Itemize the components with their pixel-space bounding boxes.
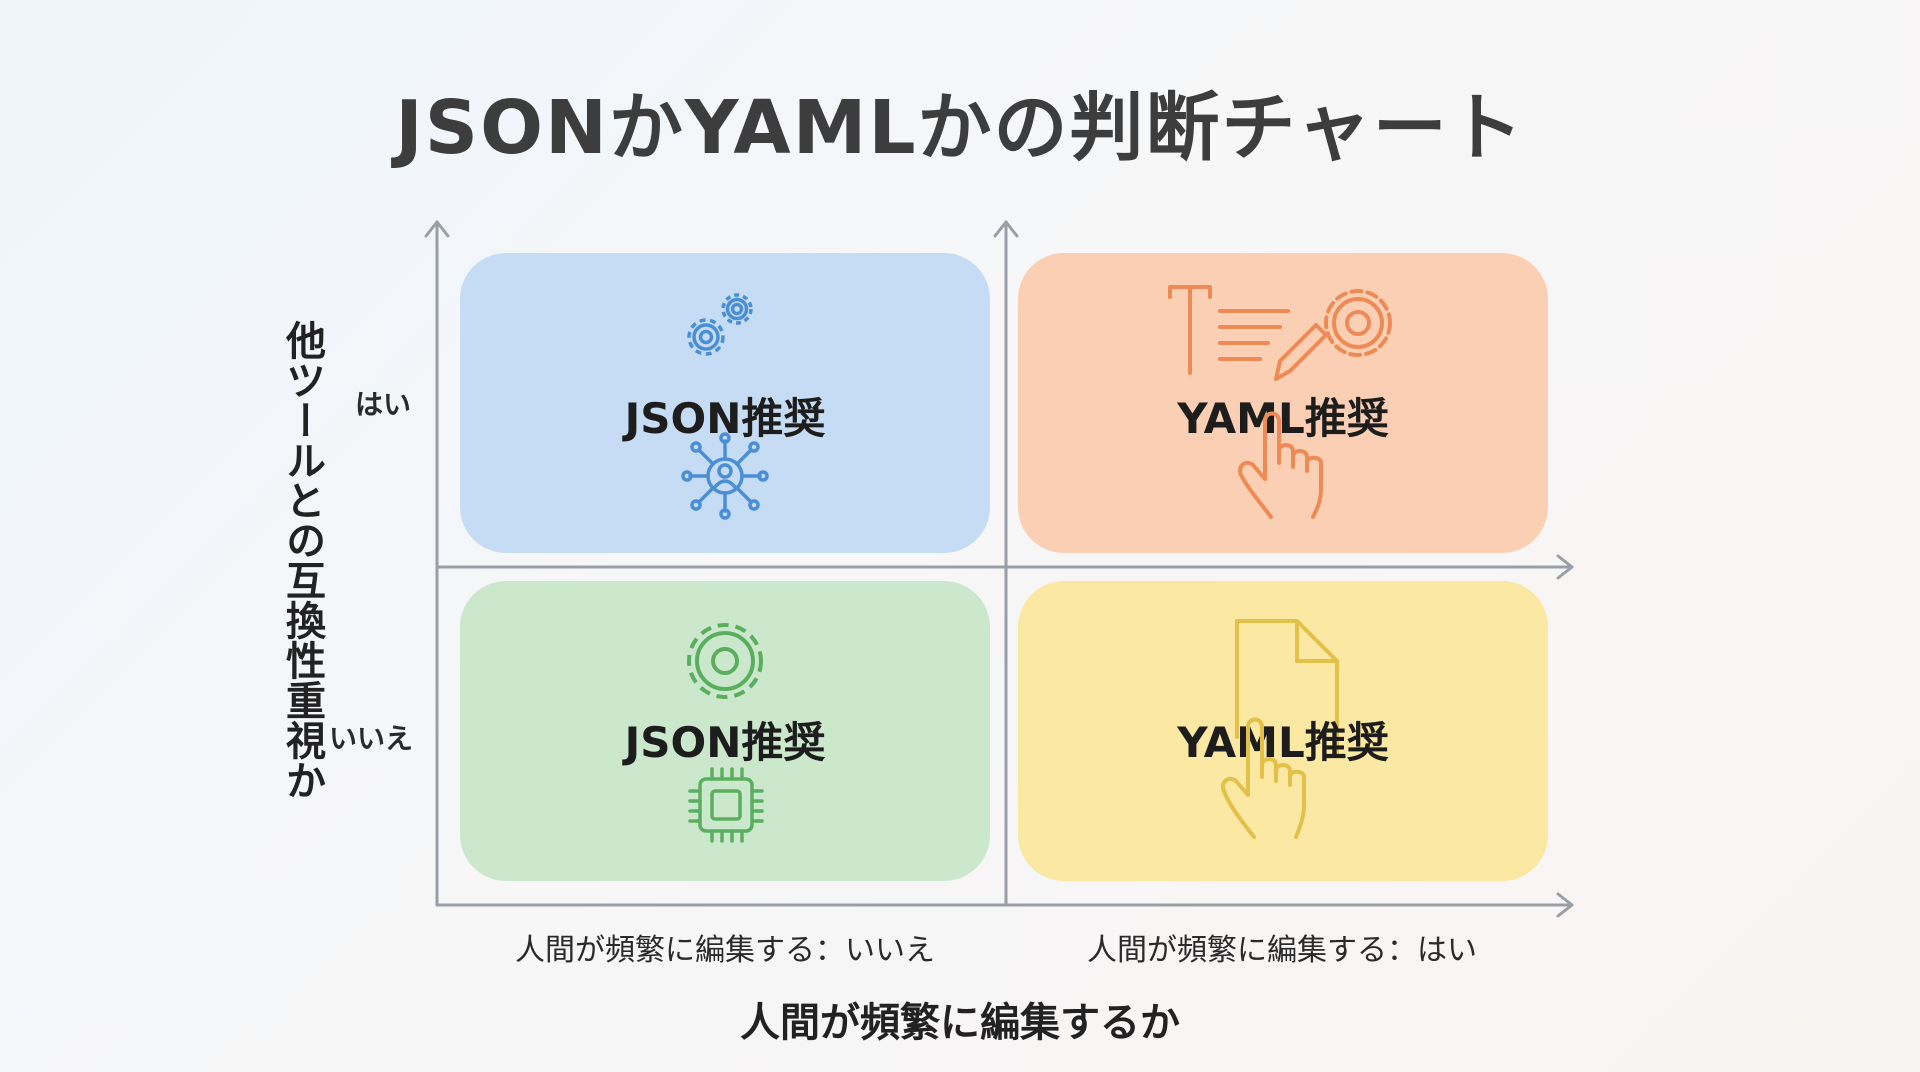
x-axis-middle-arrow — [1556, 554, 1574, 580]
text-edit-gear-icon — [1168, 285, 1392, 381]
quadrant-bottom-left: JSON推奨 — [460, 581, 990, 881]
gear-icon — [687, 623, 763, 699]
cpu-chip-icon — [688, 767, 764, 843]
quadrant-top-right: YAML推奨 — [1018, 253, 1548, 553]
chart-title: JSONかYAMLかの判断チャート — [395, 85, 1525, 171]
y-axis-left-arrow — [424, 220, 450, 238]
x-tick-yes: 人間が頻繁に編集する：はい — [1087, 933, 1477, 968]
quadrant-top-right-label: YAML推奨 — [1177, 394, 1389, 443]
quadrant-bottom-left-label: JSON推奨 — [624, 718, 826, 767]
network-user-icon — [681, 432, 769, 520]
quadrant-top-left: JSON推奨 — [460, 253, 990, 553]
hand-pointer-icon — [1221, 717, 1306, 839]
document-icon — [1235, 619, 1339, 755]
y-axis-center-arrow — [993, 220, 1019, 238]
x-axis-label: 人間が頻繁に編集するか — [740, 1000, 1180, 1046]
y-tick-no: いいえ — [329, 722, 414, 755]
hand-pointer-icon — [1238, 411, 1323, 519]
x-axis-bottom-arrow — [1556, 892, 1574, 918]
x-tick-no: 人間が頻繁に編集する：いいえ — [515, 933, 935, 968]
gears-icon — [687, 293, 753, 356]
quadrant-bottom-right: YAML推奨 — [1018, 581, 1548, 881]
y-tick-yes: はい — [355, 388, 412, 421]
y-axis-label: 他ツールとの互換性重視か — [279, 320, 325, 800]
quadrant-bottom-right-label: YAML推奨 — [1177, 718, 1389, 767]
